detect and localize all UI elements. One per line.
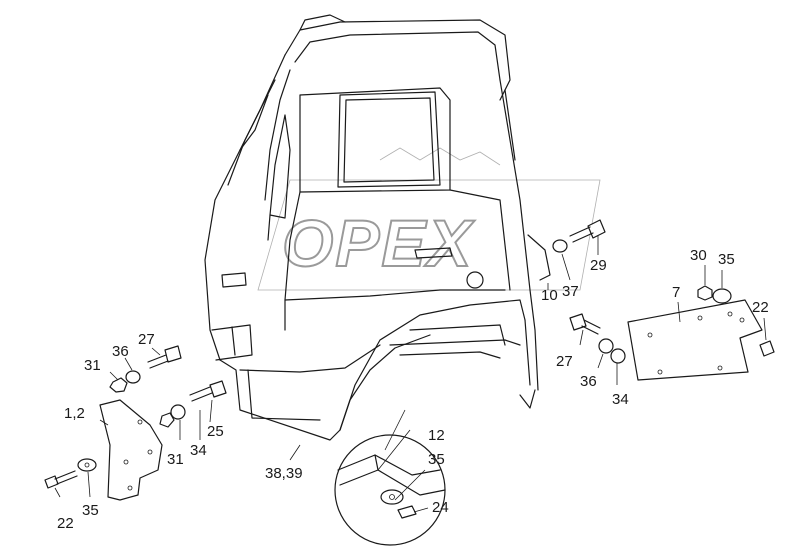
callout-35-left: 35 — [82, 502, 99, 519]
right-upper-hardware — [527, 219, 606, 290]
callout-labels: 1,2 22 35 31 36 27 31 34 25 38,39 12 35 … — [57, 247, 769, 532]
left-leaders — [54, 347, 301, 498]
callout-35-detail: 35 — [428, 451, 445, 468]
callout-27-right: 27 — [556, 353, 573, 370]
detail-view — [334, 409, 446, 546]
callout-31-bottom: 31 — [167, 451, 184, 468]
callout-12: 12 — [428, 427, 445, 444]
callout-10: 10 — [541, 287, 558, 304]
callout-22-left: 22 — [57, 515, 74, 532]
callout-36-left: 36 — [112, 343, 129, 360]
callout-31-top: 31 — [84, 357, 101, 374]
callout-37: 37 — [562, 283, 579, 300]
callout-29: 29 — [590, 257, 607, 274]
callout-36-right: 36 — [580, 373, 597, 390]
left-bracket-assembly — [44, 345, 227, 501]
callout-27-left: 27 — [138, 331, 155, 348]
callout-30: 30 — [690, 247, 707, 264]
callout-7: 7 — [672, 284, 680, 301]
callout-24: 24 — [432, 499, 449, 516]
truck-cab — [204, 14, 539, 441]
callout-25: 25 — [207, 423, 224, 440]
callout-34-left: 34 — [190, 442, 207, 459]
callout-35-bracket: 35 — [718, 251, 735, 268]
watermark: OPEX — [257, 147, 601, 291]
watermark-text: OPEX — [282, 206, 475, 280]
callout-1-2: 1,2 — [64, 405, 85, 422]
right-plate-assembly — [569, 265, 775, 385]
callout-34-right: 34 — [612, 391, 629, 408]
callout-38-39: 38,39 — [265, 465, 303, 482]
callout-22-right: 22 — [752, 299, 769, 316]
